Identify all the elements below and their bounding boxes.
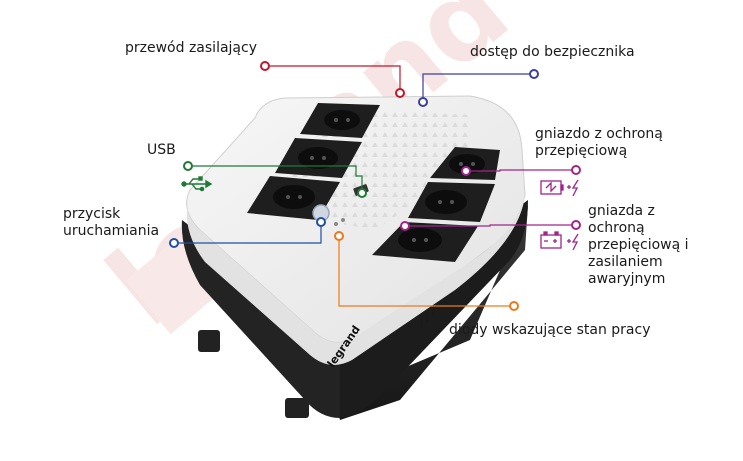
status-led-2 — [341, 218, 345, 222]
callout-dot-ups-sockets-end — [571, 220, 581, 230]
callout-line-safety-fuse — [422, 73, 534, 102]
label-power-cord: przewód zasilający — [125, 40, 257, 56]
callout-line-power-button — [174, 222, 322, 244]
socket-block-left — [247, 103, 380, 220]
label-surge-socket-line: gniazdo z ochroną — [535, 126, 663, 142]
callout-line-surge-socket — [466, 169, 576, 172]
label-ups-sockets-line: awaryjnym — [588, 271, 666, 287]
label-power-button-line: przycisk — [63, 206, 121, 222]
callout-line-ups-sockets — [405, 224, 576, 227]
callout-line-usb — [188, 165, 363, 193]
label-ups-sockets-line: zasilaniem — [588, 254, 663, 270]
callout-dot-status-leds-end — [509, 301, 519, 311]
usb-icon — [181, 176, 213, 192]
callout-dot-surge-socket-start — [461, 166, 471, 176]
callout-line-status-leds — [338, 236, 514, 307]
callout-dot-power-button-end — [316, 217, 326, 227]
label-ups-sockets-line: ochroną — [588, 220, 645, 236]
label-usb: USB — [147, 142, 176, 158]
label-ups-sockets: gniazda z ochroną przepięciową i zasilan… — [588, 203, 689, 288]
top-pattern — [285, 110, 470, 230]
callout-dot-power-cord-end — [395, 88, 405, 98]
label-power-button-line: uruchamiania — [63, 223, 160, 239]
label-safety-fuse: dostęp do bezpiecznika — [470, 44, 635, 60]
front-face — [186, 195, 526, 365]
label-surge-socket: gniazdo z ochroną przepięciową — [535, 126, 663, 160]
label-ups-sockets-line: gniazda z — [588, 203, 655, 219]
callouts — [169, 61, 581, 311]
callout-line-power-cord — [265, 65, 401, 93]
label-status-leds: diody wskazujące stan pracy — [449, 322, 651, 338]
callout-dot-power-cord-start — [260, 61, 270, 71]
battery-backup-icon — [540, 231, 579, 251]
callout-dot-surge-socket-end — [571, 165, 581, 175]
label-surge-socket-line: przepięciową — [535, 143, 628, 159]
callout-dot-status-leds-start — [334, 231, 344, 241]
socket-block-right — [372, 147, 500, 262]
status-led-1 — [334, 222, 338, 226]
callout-dot-power-button-start — [169, 238, 179, 248]
callout-dot-ups-sockets-start — [400, 221, 410, 231]
callout-dot-usb-end — [357, 188, 367, 198]
callout-dot-usb-start — [183, 161, 193, 171]
callout-dot-safety-fuse-end — [418, 97, 428, 107]
label-ups-sockets-line: przepięciową i — [588, 237, 689, 253]
callout-dot-safety-fuse-start — [529, 69, 539, 79]
surge-protection-icon — [540, 179, 579, 197]
label-power-button: przycisk uruchamiania — [63, 206, 159, 240]
ups-device: legrand — [181, 95, 528, 420]
